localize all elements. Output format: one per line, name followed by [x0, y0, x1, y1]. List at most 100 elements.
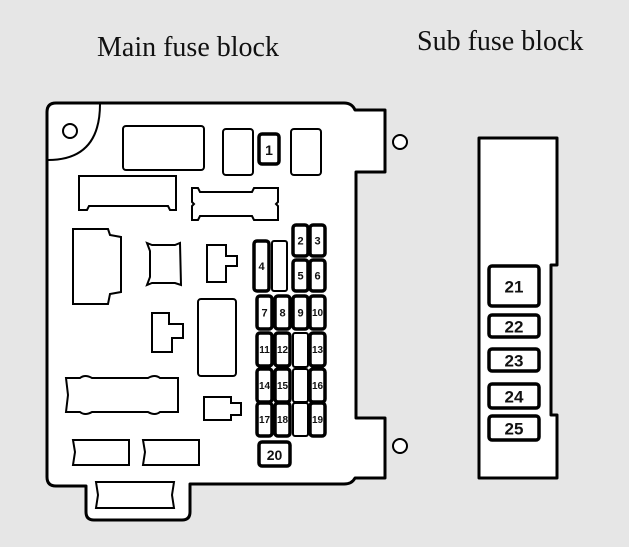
fuse-13: 13: [308, 331, 327, 368]
main-fuse-block-title: Main fuse block: [97, 32, 279, 63]
fuse-slot: [308, 294, 327, 331]
fuse-label: 11: [259, 345, 270, 356]
fuse-slot: [255, 331, 274, 368]
fuse-16: 16: [308, 367, 327, 404]
fuse-label: 6: [314, 271, 320, 283]
fuse-slot: [487, 264, 541, 308]
fuse-label: 2: [297, 236, 303, 248]
fuse-label: 19: [312, 415, 324, 426]
fuse-19: 19: [308, 401, 327, 438]
fuse-slot: [308, 331, 327, 368]
fuse-25: 25: [487, 414, 541, 442]
fuse-slot: [252, 239, 271, 293]
fuse-5: 5: [291, 258, 310, 293]
fuse-label: 5: [297, 271, 303, 283]
fuse-11: 11: [255, 331, 274, 368]
fuse-slot: [487, 347, 541, 373]
fuse-label: 22: [505, 318, 524, 337]
fuse-label: 15: [277, 381, 289, 392]
connector: [141, 439, 200, 466]
fuse-7: 7: [255, 294, 274, 331]
empty-fuse-slot: [292, 332, 309, 368]
fuse-slot: [255, 294, 274, 331]
mounting-hole: [392, 438, 408, 454]
fuse-slot: [273, 294, 292, 331]
fuse-1: 1: [257, 132, 281, 166]
fuse-label: 18: [277, 415, 289, 426]
mounting-hole: [62, 123, 78, 139]
connector: [191, 187, 279, 221]
fuse-label: 9: [297, 308, 303, 320]
fuse-22: 22: [487, 313, 541, 339]
fuse-24: 24: [487, 382, 541, 410]
fuse-21: 21: [487, 264, 541, 308]
empty-fuse-slot: [292, 402, 309, 437]
fuse-20: 20: [257, 440, 292, 468]
connector: [71, 439, 130, 466]
fuse-label: 20: [267, 447, 283, 463]
fuse-6: 6: [308, 258, 327, 293]
empty-fuse-slot: [292, 368, 309, 403]
connector: [64, 375, 179, 415]
fuse-slot: [308, 401, 327, 438]
fuse-label: 7: [261, 308, 267, 320]
fuse-label: 16: [312, 381, 324, 392]
fuse-3: 3: [308, 223, 327, 258]
fuse-slot: [487, 382, 541, 410]
fuse-17: 17: [255, 401, 274, 438]
fuse-label: 23: [505, 352, 524, 371]
relay: [72, 228, 122, 305]
mounting-hole: [392, 134, 408, 150]
relay: [145, 241, 183, 287]
fuse-slot: [291, 294, 310, 331]
fuse-label: 21: [505, 278, 524, 297]
connector: [94, 481, 176, 509]
fuse-slot: [291, 258, 310, 293]
fuse-18: 18: [273, 401, 292, 438]
fuse-slot: [308, 258, 327, 293]
fuse-label: 1: [265, 142, 273, 158]
fuse-slot: [308, 223, 327, 258]
fuse-slot: [273, 331, 292, 368]
empty-fuse-slot: [271, 240, 288, 292]
relay: [197, 298, 237, 377]
fuse-label: 10: [312, 308, 324, 319]
relay: [290, 128, 322, 176]
fuse-slot: [487, 313, 541, 339]
sub-fuse-block-title: Sub fuse block: [417, 26, 584, 57]
sub-fuse-block: 21 22 23 24 25: [477, 136, 559, 480]
sub-fuses: 21 22 23 24 25: [487, 264, 541, 442]
fuse-10: 10: [308, 294, 327, 331]
fuse-label: 4: [258, 261, 265, 273]
fuse-label: 3: [314, 236, 320, 248]
fuse-slot: [487, 414, 541, 442]
fuse-slot: [257, 440, 292, 468]
fuse-slot: [273, 401, 292, 438]
relay: [203, 396, 242, 421]
fuse-8: 8: [273, 294, 292, 331]
fuse-label: 13: [312, 345, 324, 356]
fuse-label: 17: [259, 415, 271, 426]
fuse-12: 12: [273, 331, 292, 368]
fuse-slot: [257, 132, 281, 166]
fuse-15: 15: [273, 367, 292, 404]
relay: [206, 244, 238, 283]
fuse-label: 8: [279, 308, 285, 320]
connector: [78, 175, 177, 211]
fuse-label: 12: [277, 345, 289, 356]
fuse-2: 2: [291, 223, 310, 258]
fuse-9: 9: [291, 294, 310, 331]
fuse-slot: [255, 401, 274, 438]
fuse-label: 25: [505, 420, 524, 439]
fuse-label: 14: [259, 381, 271, 392]
fuse-slot: [291, 223, 310, 258]
fuse-14: 14: [255, 367, 274, 404]
relay: [222, 128, 254, 176]
relay: [122, 125, 205, 171]
fuse-label: 24: [505, 388, 524, 407]
relay: [151, 312, 184, 353]
fuse-4: 4: [252, 239, 271, 293]
